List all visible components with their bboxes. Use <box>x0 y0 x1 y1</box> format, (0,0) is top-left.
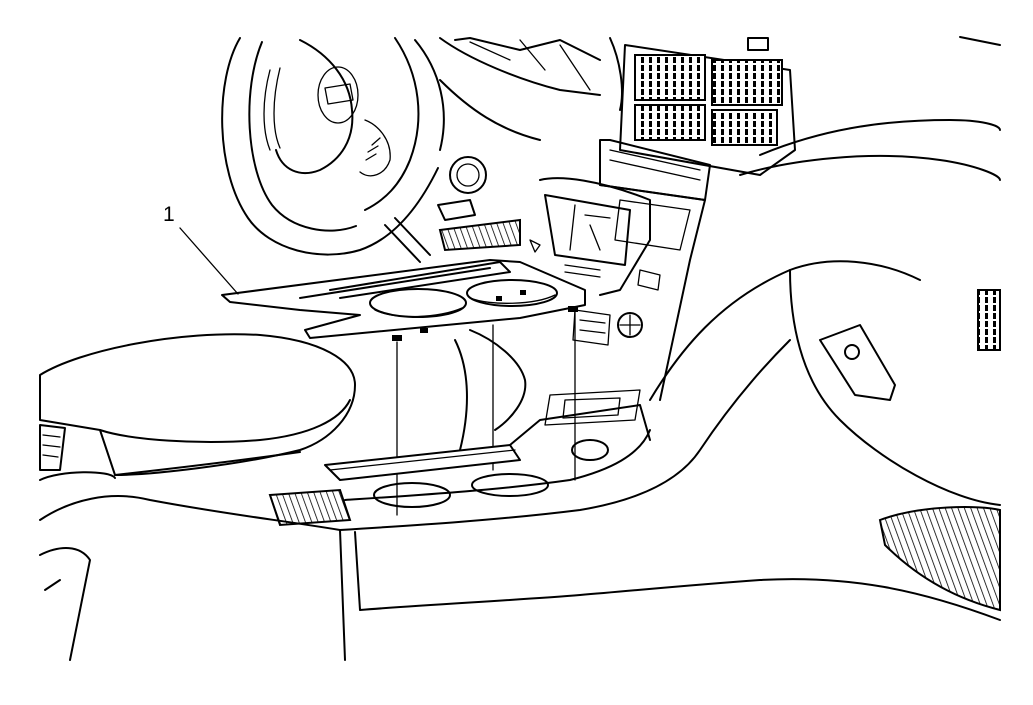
callout-label-1: 1 <box>163 203 175 226</box>
lower-console <box>39 339 1001 661</box>
instrument-panel-upper <box>384 37 623 263</box>
center-stack <box>572 37 796 401</box>
shifter-bezel <box>529 177 651 296</box>
steering-wheel <box>221 37 445 256</box>
callout-leader <box>179 227 239 295</box>
rear-vent <box>39 424 66 471</box>
trim-plate <box>221 259 586 341</box>
passenger-dash <box>649 36 1001 612</box>
shift-lever <box>454 329 527 451</box>
armrest <box>39 333 356 476</box>
